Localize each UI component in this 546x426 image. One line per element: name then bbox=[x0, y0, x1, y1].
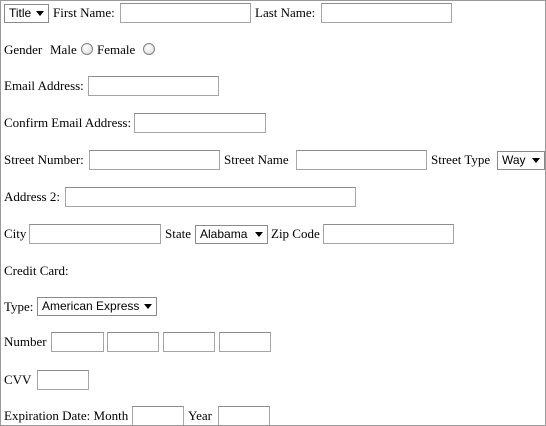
first-name-label: First Name: bbox=[53, 5, 115, 20]
gender-male-label: Male bbox=[50, 42, 77, 57]
state-select[interactable]: Alabama bbox=[195, 225, 268, 244]
card-number-label: Number bbox=[4, 334, 47, 349]
last-name-label: Last Name: bbox=[255, 5, 316, 20]
gender-male-radio[interactable] bbox=[81, 43, 93, 55]
street-number-label: Street Number: bbox=[4, 152, 84, 167]
expiration-month-input[interactable] bbox=[132, 406, 184, 425]
chevron-down-icon bbox=[36, 11, 44, 16]
cvv-label: CVV bbox=[4, 372, 32, 387]
chevron-down-icon bbox=[255, 232, 263, 237]
gender-female-label: Female bbox=[97, 42, 136, 57]
confirm-email-label: Confirm Email Address: bbox=[4, 115, 132, 130]
chevron-down-icon bbox=[144, 304, 152, 309]
title-select[interactable]: Title bbox=[4, 4, 49, 23]
email-label: Email Address: bbox=[4, 78, 84, 93]
confirm-email-input[interactable] bbox=[134, 113, 266, 133]
gender-female-radio[interactable] bbox=[143, 43, 155, 55]
chevron-down-icon bbox=[532, 158, 540, 163]
state-label: State bbox=[165, 226, 191, 241]
street-name-input[interactable] bbox=[296, 150, 427, 170]
expiration-month-label: Expiration Date: Month bbox=[4, 408, 129, 423]
card-type-select[interactable]: American Express bbox=[37, 297, 157, 316]
zip-code-input[interactable] bbox=[323, 224, 454, 244]
cvv-input[interactable] bbox=[37, 370, 89, 390]
street-type-select-value: Way bbox=[502, 153, 526, 167]
street-name-label: Street Name bbox=[224, 152, 289, 167]
address2-label: Address 2: bbox=[4, 189, 60, 204]
street-type-select[interactable]: Way bbox=[497, 151, 545, 170]
address2-input[interactable] bbox=[65, 187, 356, 207]
city-label: City bbox=[4, 226, 27, 241]
expiration-year-label: Year bbox=[188, 408, 212, 423]
gender-label: Gender bbox=[4, 42, 43, 57]
city-input[interactable] bbox=[29, 224, 161, 244]
card-number-input-1[interactable] bbox=[51, 332, 104, 352]
first-name-input[interactable] bbox=[120, 3, 251, 23]
card-number-input-4[interactable] bbox=[219, 332, 271, 352]
street-number-input[interactable] bbox=[89, 150, 220, 170]
expiration-year-input[interactable] bbox=[218, 406, 270, 425]
card-type-select-value: American Express bbox=[42, 299, 140, 313]
card-number-input-3[interactable] bbox=[163, 332, 215, 352]
card-type-label: Type: bbox=[4, 299, 34, 314]
street-type-label: Street Type bbox=[431, 152, 491, 167]
credit-card-heading: Credit Card: bbox=[4, 263, 69, 278]
title-select-value: Title bbox=[9, 6, 32, 20]
card-number-input-2[interactable] bbox=[107, 332, 159, 352]
zip-code-label: Zip Code bbox=[271, 226, 320, 241]
email-input[interactable] bbox=[88, 76, 219, 96]
state-select-value: Alabama bbox=[200, 227, 248, 241]
last-name-input[interactable] bbox=[321, 3, 452, 23]
